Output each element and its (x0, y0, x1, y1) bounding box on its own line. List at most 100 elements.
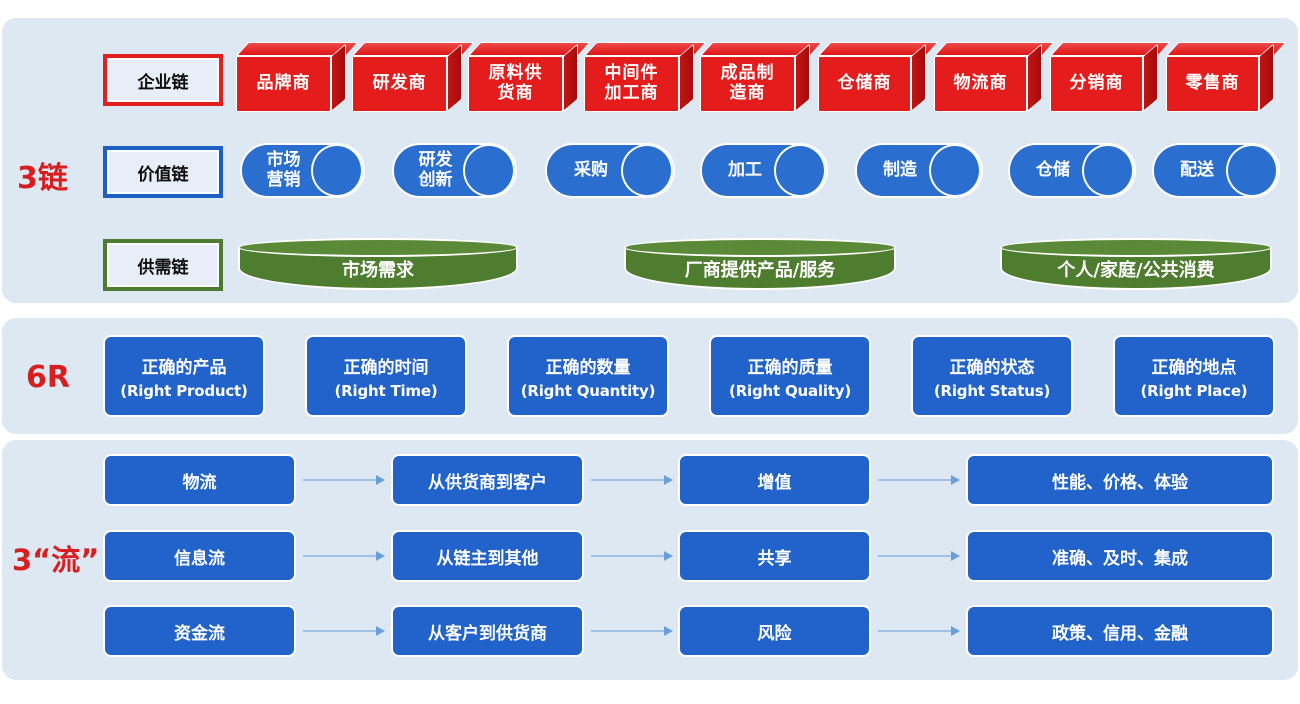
supply-node-0[interactable]: 市场需求 (238, 238, 518, 290)
flow-arrow-logistics-0 (303, 475, 385, 485)
flow-cell-information-2[interactable]: 共享 (678, 530, 871, 582)
db-cylinder-top (238, 238, 518, 257)
cube-side-face (911, 43, 926, 112)
cylinder-end-cap (929, 144, 981, 197)
chain-label-enterprise: 企业链 (103, 54, 223, 106)
enterprise-node-4[interactable]: 成品制造商 (700, 42, 823, 112)
value-node-3[interactable]: 加工 (700, 143, 828, 198)
value-node-4[interactable]: 制造 (855, 143, 983, 198)
six-r-card-5[interactable]: 正确的地点 (Right Place) (1113, 335, 1275, 417)
enterprise-node-0[interactable]: 品牌商 (236, 42, 359, 112)
value-node-label: 配送 (1180, 159, 1214, 180)
value-node-6[interactable]: 配送 (1152, 143, 1280, 198)
section-label-three-flows: 3“流” (12, 543, 100, 577)
cube-front-face: 零售商 (1166, 56, 1259, 112)
cube-front-face: 原料供货商 (468, 56, 563, 112)
flow-cell-capital-2[interactable]: 风险 (678, 605, 871, 657)
arrow-shaft (303, 555, 378, 557)
cube-side-face (1143, 43, 1158, 112)
six-r-card-en: (Right Quantity) (520, 381, 656, 400)
six-r-card-2[interactable]: 正确的数量 (Right Quantity) (507, 335, 669, 417)
six-r-card-1[interactable]: 正确的时间 (Right Time) (305, 335, 467, 417)
enterprise-node-1[interactable]: 研发商 (352, 42, 475, 112)
cube-front-face: 中间件加工商 (584, 56, 679, 112)
db-cylinder-top (624, 238, 896, 257)
cylinder-end-cap (311, 144, 363, 197)
enterprise-node-7[interactable]: 分销商 (1050, 42, 1171, 112)
section-label-three-chains: 3链 (17, 161, 68, 196)
supply-node-2[interactable]: 个人/家庭/公共消费 (1000, 238, 1272, 290)
flow-arrow-capital-1 (591, 626, 673, 636)
flow-arrow-logistics-1 (591, 475, 673, 485)
enterprise-node-2[interactable]: 原料供货商 (468, 42, 591, 112)
value-node-label: 研发创新 (418, 150, 453, 190)
cube-side-face (679, 43, 694, 112)
value-node-label: 加工 (728, 159, 762, 180)
flow-cell-logistics-1[interactable]: 从供货商到客户 (391, 454, 584, 506)
enterprise-node-3[interactable]: 中间件加工商 (584, 42, 707, 112)
flow-cell-logistics-3[interactable]: 性能、价格、体验 (966, 454, 1274, 506)
arrow-shaft (878, 555, 953, 557)
arrow-head-icon (664, 626, 673, 636)
cube-side-face (795, 43, 810, 112)
flow-cell-information-1[interactable]: 从链主到其他 (391, 530, 584, 582)
flow-cell-capital-0[interactable]: 资金流 (103, 605, 296, 657)
six-r-card-4[interactable]: 正确的状态 (Right Status) (911, 335, 1073, 417)
arrow-head-icon (951, 475, 960, 485)
cube-front-face: 物流商 (934, 56, 1027, 112)
flow-arrow-information-2 (878, 551, 960, 561)
flow-cell-information-3[interactable]: 准确、及时、集成 (966, 530, 1274, 582)
arrow-head-icon (664, 551, 673, 561)
db-cylinder-top (1000, 238, 1272, 257)
cube-front-face: 成品制造商 (700, 56, 795, 112)
value-node-label: 采购 (574, 159, 608, 180)
cube-front-face: 仓储商 (818, 56, 911, 112)
six-r-card-en: (Right Product) (120, 381, 248, 400)
six-r-card-cn: 正确的产品 (141, 357, 227, 378)
flow-cell-capital-3[interactable]: 政策、信用、金融 (966, 605, 1274, 657)
cube-front-face: 品牌商 (236, 56, 331, 112)
flow-arrow-capital-2 (878, 626, 960, 636)
cylinder-end-cap (1082, 144, 1134, 197)
chain-label-supply-demand-text: 供需链 (107, 243, 219, 287)
arrow-shaft (878, 630, 953, 632)
six-r-card-0[interactable]: 正确的产品 (Right Product) (103, 335, 265, 417)
enterprise-node-8[interactable]: 零售商 (1166, 42, 1287, 112)
arrow-head-icon (376, 475, 385, 485)
value-node-0[interactable]: 市场营销 (240, 143, 365, 198)
six-r-card-3[interactable]: 正确的质量 (Right Quality) (709, 335, 871, 417)
chain-label-value-text: 价值链 (107, 150, 219, 194)
flow-cell-capital-1[interactable]: 从客户到供货商 (391, 605, 584, 657)
arrow-shaft (878, 479, 953, 481)
value-node-5[interactable]: 仓储 (1008, 143, 1136, 198)
cube-front-face: 分销商 (1050, 56, 1143, 112)
arrow-shaft (591, 630, 666, 632)
arrow-head-icon (376, 551, 385, 561)
value-node-label: 仓储 (1036, 159, 1070, 180)
value-node-2[interactable]: 采购 (545, 143, 675, 198)
cylinder-end-cap (774, 144, 826, 197)
value-node-1[interactable]: 研发创新 (392, 143, 517, 198)
supply-node-label: 厂商提供产品/服务 (684, 259, 836, 281)
flow-cell-logistics-0[interactable]: 物流 (103, 454, 296, 506)
six-r-card-en: (Right Status) (933, 381, 1051, 400)
enterprise-node-6[interactable]: 物流商 (934, 42, 1055, 112)
flow-cell-logistics-2[interactable]: 增值 (678, 454, 871, 506)
cylinder-end-cap (463, 144, 515, 197)
six-r-card-cn: 正确的时间 (343, 357, 429, 378)
enterprise-node-5[interactable]: 仓储商 (818, 42, 939, 112)
cube-side-face (1027, 43, 1042, 112)
section-label-six-r: 6R (26, 360, 70, 395)
cube-side-face (331, 43, 346, 112)
supply-node-1[interactable]: 厂商提供产品/服务 (624, 238, 896, 290)
arrow-head-icon (951, 551, 960, 561)
chain-label-supply-demand: 供需链 (103, 239, 223, 291)
six-r-card-cn: 正确的数量 (545, 357, 631, 378)
cube-side-face (447, 43, 462, 112)
six-r-card-cn: 正确的地点 (1151, 357, 1237, 378)
cube-side-face (1259, 43, 1274, 112)
flow-arrow-capital-0 (303, 626, 385, 636)
flow-cell-information-0[interactable]: 信息流 (103, 530, 296, 582)
six-r-card-cn: 正确的状态 (949, 357, 1035, 378)
